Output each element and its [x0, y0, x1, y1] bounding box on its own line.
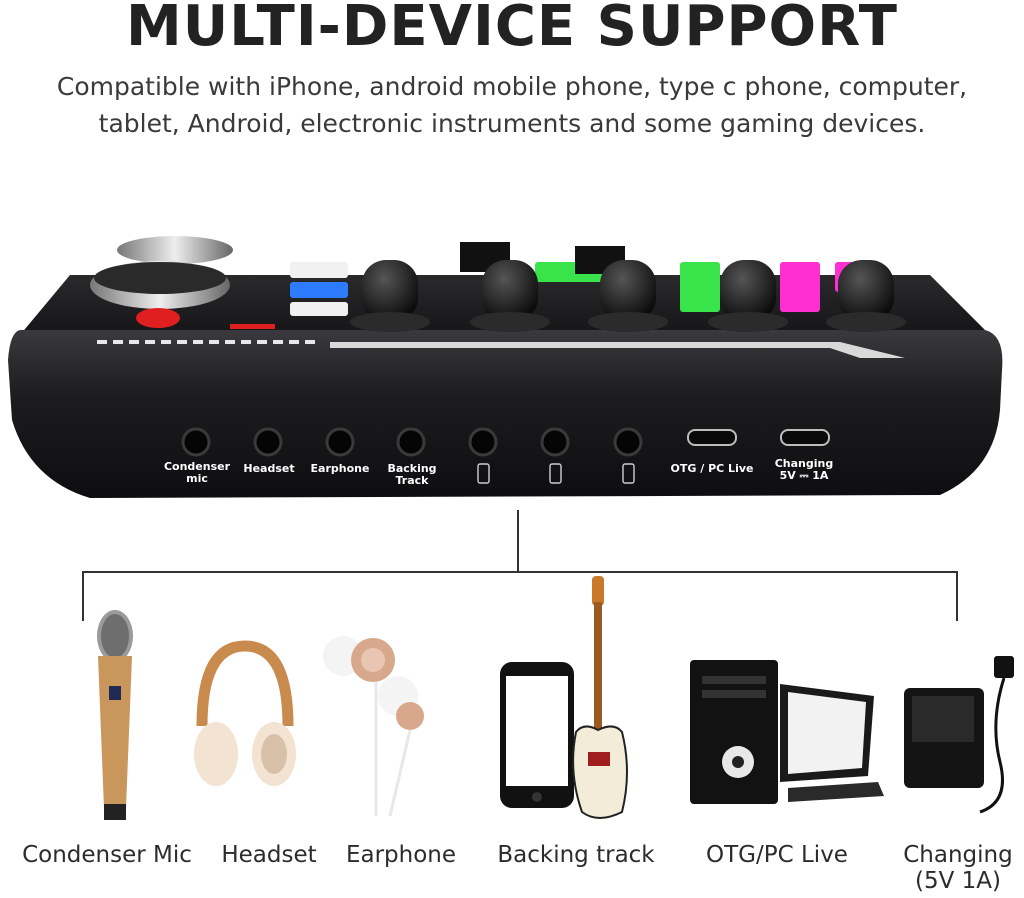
page-title: MULTI-DEVICE SUPPORT [126, 0, 898, 59]
sound-card-device [8, 236, 1003, 498]
page-subtitle: Compatible with iPhone, android mobile p… [30, 68, 994, 142]
connector-right-drop [956, 571, 958, 621]
port-label-earphone: Earphone [310, 462, 370, 475]
device-label-condenser-mic: Condenser Mic [22, 842, 192, 868]
phone-guitar-icon [500, 576, 628, 819]
port-label-otg-pc-live: OTG / PC Live [670, 462, 754, 475]
device-label-otg-pc-live: OTG/PC Live [706, 842, 848, 868]
headphones-icon [194, 640, 296, 786]
device-label-headset: Headset [221, 842, 317, 868]
device-label-changing: Changing (5V 1A) [903, 842, 1013, 894]
connector-left-drop [82, 571, 84, 621]
power-adapter-icon [904, 656, 1014, 814]
microphone-icon [97, 610, 133, 820]
earphones-icon [323, 636, 424, 816]
computer-icon [690, 660, 884, 804]
device-label-earphone: Earphone [345, 842, 457, 868]
subtitle-line-1: Compatible with iPhone, android mobile p… [56, 72, 968, 101]
connector-horizontal [82, 571, 958, 573]
port-label-headset: Headset [243, 462, 295, 475]
port-label-backing-track: Backing Track [387, 462, 437, 487]
device-label-backing-track: Backing track [497, 842, 655, 868]
subtitle-line-2: tablet, Android, electronic instruments … [98, 109, 926, 138]
connector-vertical-main [517, 510, 519, 572]
